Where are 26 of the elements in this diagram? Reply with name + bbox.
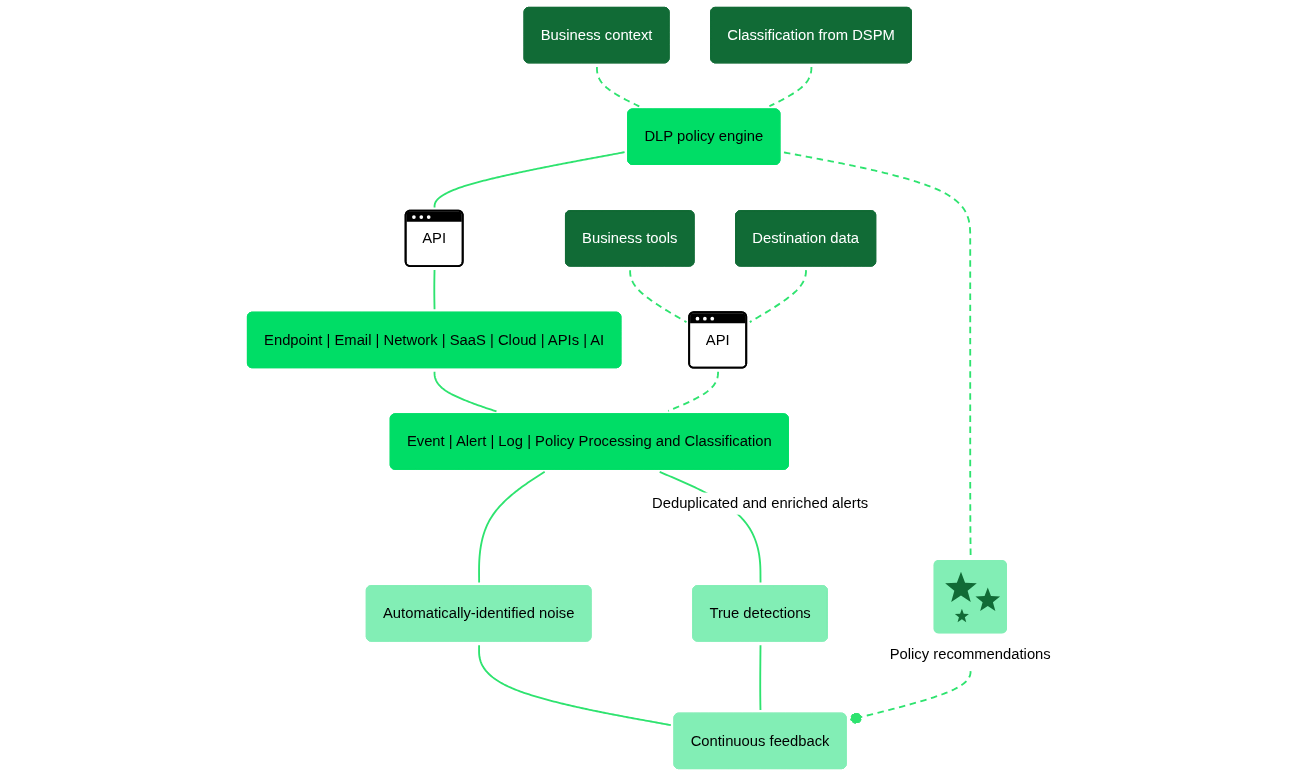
dashed-connector xyxy=(768,66,813,108)
input-box: Business context xyxy=(523,6,670,64)
process-box: DLP policy engine xyxy=(627,108,781,165)
dashed-connector xyxy=(849,670,972,724)
api-window: API xyxy=(688,311,748,369)
result-box: Continuous feedback xyxy=(673,712,847,770)
connector-line xyxy=(433,370,498,413)
input-box: Classification from DSPM xyxy=(710,6,912,64)
result-box: Automatically-identified noise xyxy=(365,585,592,642)
result-box: True detections xyxy=(692,585,828,642)
process-box: Event | Alert | Log | Policy Processing and Classification xyxy=(389,413,789,470)
connector-line xyxy=(759,644,762,711)
connector-line xyxy=(478,470,546,584)
connector-line xyxy=(433,151,626,209)
dashed-connector xyxy=(783,151,972,558)
input-box: Business tools xyxy=(565,210,695,267)
dashed-connector xyxy=(596,65,641,108)
dashed-connector xyxy=(629,269,688,324)
connector-line xyxy=(478,644,672,727)
input-box: Destination data xyxy=(735,210,877,267)
dashed-connector xyxy=(667,370,719,412)
node-caption: Policy recommendations xyxy=(888,644,1052,664)
process-box: Endpoint | Email | Network | SaaS | Cloud | APIs | AI xyxy=(246,311,622,369)
api-window: API xyxy=(404,209,464,267)
dashed-connector xyxy=(748,269,807,324)
connector-line xyxy=(433,269,436,311)
